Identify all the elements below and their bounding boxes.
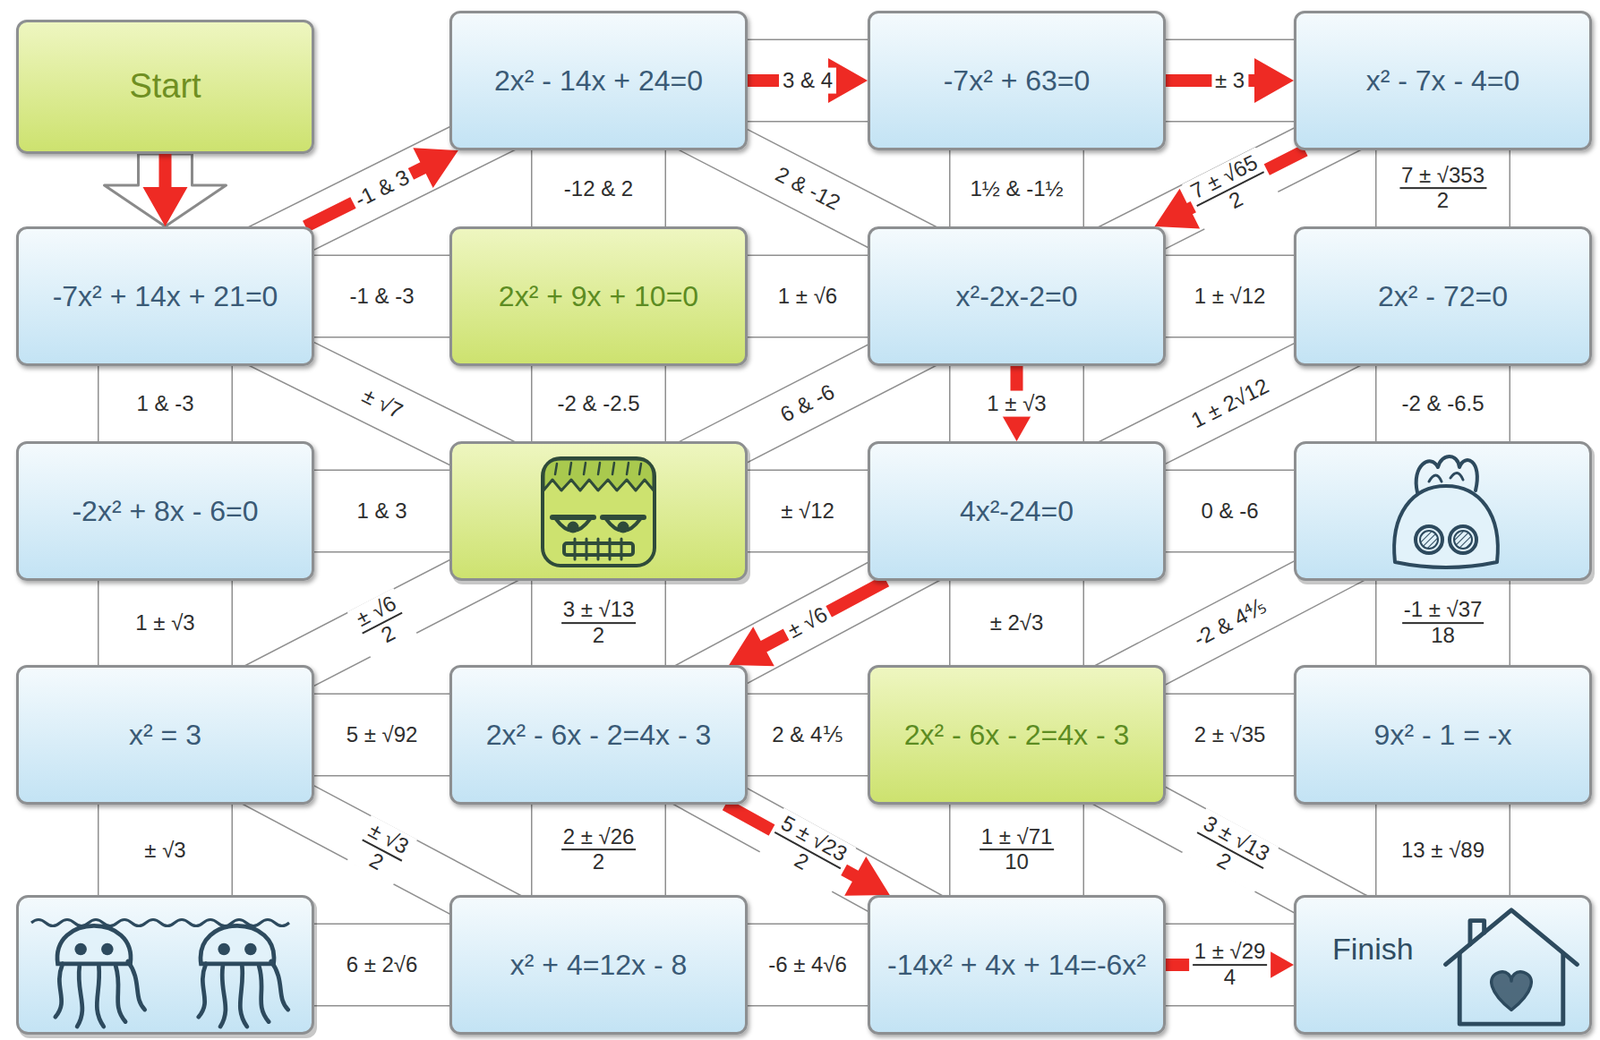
equation-box: x² = 3: [16, 665, 315, 805]
answer-label: 1 ± √71 10: [975, 824, 1059, 877]
fraction-denominator: 18: [1402, 624, 1485, 649]
equation-box: 2x² - 72=0: [1293, 226, 1592, 367]
fraction-numerator: -1 ± √37: [1402, 598, 1485, 625]
answer-label: 0 & -6: [1197, 498, 1262, 525]
answer-label: 1 ± √3: [983, 391, 1050, 418]
answer-label: -12 & 2: [560, 175, 637, 202]
answer-label: 5 ± √92: [342, 722, 422, 749]
solution-arrow: [747, 58, 868, 103]
equation-box: 2x² + 9x + 10=0: [449, 226, 748, 367]
solution-arrow: [1165, 58, 1294, 103]
equation-box: -14x² + 4x + 14=-6x²: [867, 895, 1166, 1036]
equation-box: 2x² - 6x - 2=4x - 3: [867, 665, 1166, 805]
answer-label: -2 & -2.5: [553, 391, 643, 418]
equation-box: -7x² + 14x + 21=0: [16, 226, 315, 367]
fraction-numerator: 7 ± √353: [1399, 163, 1487, 190]
solution-arrow: [722, 799, 890, 897]
start-label: Start: [128, 67, 201, 107]
answer-label: -6 ± 4√6: [764, 952, 851, 979]
equation-text: -7x² + 63=0: [943, 64, 1091, 98]
equation-text: 2x² + 9x + 10=0: [498, 280, 699, 314]
equation-box: x² + 4=12x - 8: [449, 895, 748, 1036]
answer-label: -2 & -6.5: [1397, 391, 1488, 418]
fraction-denominator: 2: [1399, 189, 1487, 214]
fraction-numerator: 3 ± √13: [561, 598, 637, 625]
equation-box: x² - 7x - 4=0: [1293, 10, 1592, 151]
answer-label: ± 3: [1211, 68, 1249, 95]
answer-label: 1 & -3: [132, 391, 197, 418]
answer-label: ± √12: [777, 498, 839, 525]
answer-label: 1 ± √6: [774, 283, 841, 310]
answer-label: ± √3: [140, 837, 189, 864]
equation-box: -2x² + 8x - 6=0: [16, 441, 315, 582]
answer-label: -1 & -3: [345, 283, 418, 310]
start-box: Start: [16, 19, 315, 155]
fraction-denominator: 2: [561, 624, 637, 649]
answer-label: 1½ & -1½: [966, 175, 1067, 202]
equation-box: -7x² + 63=0: [867, 10, 1166, 151]
answer-label: 6 ± 2√6: [342, 952, 422, 979]
fraction-numerator: 5 ± √23: [774, 810, 853, 870]
answer-label: 3 ± √13 2: [557, 597, 641, 650]
equation-text: x² - 7x - 4=0: [1366, 64, 1521, 98]
start-arrow: [104, 154, 227, 227]
monster-box: [451, 443, 752, 586]
solution-arrow: [143, 154, 189, 227]
answer-label: 3 & 4: [778, 68, 837, 95]
fraction-denominator: 4: [1192, 966, 1268, 991]
answer-label: 13 ± √89: [1397, 837, 1489, 864]
icon-box: [1295, 443, 1592, 581]
fraction-denominator: 2: [561, 851, 637, 876]
solution-arrow: [302, 147, 459, 232]
equation-text: -2x² + 8x - 6=0: [71, 495, 258, 529]
equation-text: x²-2x-2=0: [955, 280, 1078, 314]
icon-box: [17, 897, 314, 1035]
frankenstein-icon: [542, 458, 655, 566]
equation-text: x² = 3: [128, 718, 202, 753]
octopus-icon: [198, 925, 289, 1027]
answer-label: 2 ± √35: [1190, 722, 1270, 749]
octopus-box: [17, 897, 318, 1040]
equation-box: 4x²-24=0: [867, 441, 1166, 582]
fraction-numerator: 1 ± √71: [979, 825, 1055, 852]
monster-box: [1295, 443, 1596, 586]
house-icon: [1436, 903, 1587, 1031]
fraction-numerator: 3 ± √13: [1196, 810, 1275, 869]
equation-text: 2x² - 6x - 2=4x - 3: [486, 718, 712, 753]
equation-text: 2x² - 14x + 24=0: [494, 64, 703, 98]
equation-text: 2x² - 72=0: [1377, 280, 1508, 314]
answer-label: 7 ± √353 2: [1395, 162, 1490, 215]
water-wave: [31, 920, 290, 927]
answer-label: ± 2√3: [986, 610, 1048, 637]
equation-box: x²-2x-2=0: [867, 226, 1166, 367]
finish-label: Finish: [1332, 932, 1414, 967]
equation-box: 2x² - 6x - 2=4x - 3: [449, 665, 748, 805]
answer-label: -1 ± √37 18: [1398, 597, 1489, 650]
fraction-numerator: 7 ± √65: [1185, 149, 1265, 207]
fraction-denominator: 10: [979, 851, 1055, 876]
equation-box: 9x² - 1 = -x: [1293, 665, 1592, 805]
answer-label: 1 ± √3: [131, 610, 198, 637]
equation-text: -7x² + 14x + 21=0: [52, 280, 279, 314]
fraction-numerator: 1 ± √29: [1192, 940, 1268, 967]
answer-label: 1 ± √12: [1190, 283, 1270, 310]
blob-monster-icon: [1394, 456, 1498, 568]
solution-arrow: [728, 575, 890, 667]
equation-box: 2x² - 14x + 24=0: [449, 10, 748, 151]
answer-label: 2 ± √26 2: [557, 824, 641, 877]
equation-text: 9x² - 1 = -x: [1374, 718, 1513, 753]
icon-box: [451, 443, 747, 581]
finish-box: Finish: [1293, 895, 1592, 1036]
equation-text: x² + 4=12x - 8: [510, 949, 687, 983]
answer-label: 2 & 4⅕: [768, 722, 847, 749]
equation-text: 4x²-24=0: [959, 495, 1074, 529]
equation-text: -14x² + 4x + 14=-6x²: [887, 949, 1147, 983]
fraction-numerator: 2 ± √26: [561, 825, 637, 852]
answer-label: 1 & 3: [352, 498, 411, 525]
equation-text: 2x² - 6x - 2=4x - 3: [904, 718, 1130, 753]
octopus-icon: [55, 925, 146, 1027]
answer-label: 1 ± √29 4: [1189, 939, 1272, 992]
